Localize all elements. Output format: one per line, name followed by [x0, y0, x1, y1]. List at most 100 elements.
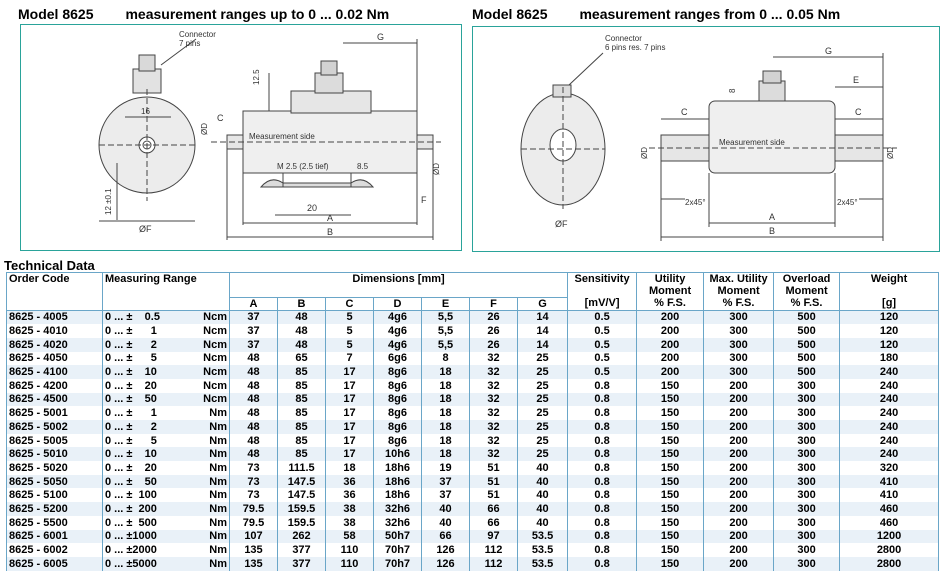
cell-max-utility: 300 [703, 351, 775, 366]
cell-order-code: 8625 - 4005 [6, 310, 103, 325]
left-label-a: A [327, 213, 333, 223]
cell-weight: 410 [839, 474, 940, 489]
th-dim-c: C [325, 296, 374, 311]
range-unit: Nm [209, 530, 227, 543]
cell-dim-b: 85 [277, 420, 326, 434]
cell-dim-e: 126 [421, 543, 470, 557]
table-header-row-1: Order Code Measuring Range Dimensions [m… [6, 272, 940, 285]
cell-overload: 300 [773, 474, 841, 489]
cell-weight: 320 [839, 461, 940, 475]
range-value: 0 ... ± 0.5 [105, 311, 160, 324]
cell-dim-a: 37 [229, 310, 278, 325]
cell-weight: 460 [839, 515, 940, 530]
cell-sensitivity: 0.8 [567, 543, 638, 557]
cell-dim-f: 112 [469, 556, 518, 571]
cell-order-code: 8625 - 4500 [6, 392, 103, 407]
range-value: 0 ... ± 5 [105, 352, 157, 365]
cell-dim-g: 53.5 [516, 529, 569, 544]
cell-order-code: 8625 - 5100 [6, 488, 103, 503]
cell-dim-e: 18 [421, 378, 470, 393]
cell-sensitivity: 0.5 [567, 324, 638, 338]
cell-sensitivity: 0.8 [567, 392, 638, 407]
cell-dim-b: 85 [277, 392, 326, 407]
cell-max-utility: 200 [703, 406, 775, 420]
right-drawing-panel: Connector 6 pins res. 7 pins G E C C 8 Ø… [472, 26, 940, 252]
cell-dim-c: 5 [325, 337, 374, 352]
cell-dim-e: 18 [421, 365, 470, 379]
th-sensitivity-unit: [mV/V] [567, 297, 638, 311]
cell-max-utility: 200 [703, 556, 775, 571]
th-utility: Utility [636, 272, 705, 285]
left-drawing-labels: Connector 7 pins G 12.5 16 C ØD Measurem… [104, 30, 441, 237]
left-label-connector: Connector [179, 30, 216, 39]
cell-dim-d: 50h7 [373, 529, 422, 544]
cell-dim-e: 37 [421, 474, 470, 489]
cell-weight: 240 [839, 433, 940, 448]
cell-sensitivity: 0.5 [567, 337, 638, 352]
cell-sensitivity: 0.8 [567, 406, 638, 420]
cell-dim-g: 53.5 [516, 556, 569, 571]
range-unit: Nm [209, 502, 227, 515]
left-label-f-side: F [421, 195, 427, 205]
cell-dim-g: 40 [516, 515, 569, 530]
range-unit: Nm [209, 516, 227, 529]
th-measuring-range: Measuring Range [102, 272, 230, 285]
cell-max-utility: 200 [703, 529, 775, 544]
cell-dim-d: 8g6 [373, 365, 422, 379]
range-unit: Nm [209, 434, 227, 447]
cell-dim-g: 25 [516, 406, 569, 420]
cell-max-utility: 200 [703, 447, 775, 462]
cell-dim-e: 19 [421, 461, 470, 475]
cell-dim-b: 159.5 [277, 502, 326, 516]
cell-dim-e: 126 [421, 556, 470, 571]
cell-dim-d: 8g6 [373, 392, 422, 407]
cell-dim-c: 38 [325, 502, 374, 516]
cell-dim-c: 17 [325, 406, 374, 420]
cell-dim-g: 25 [516, 365, 569, 379]
range-unit: Ncm [203, 379, 227, 392]
cell-dim-c: 7 [325, 351, 374, 366]
right-label-8: 8 [728, 88, 737, 93]
cell-dim-f: 32 [469, 420, 518, 434]
cell-sensitivity: 0.8 [567, 420, 638, 434]
left-label-meas-side: Measurement side [249, 132, 315, 141]
cell-dim-e: 18 [421, 406, 470, 420]
cell-range: 0 ... ± 0.5 Ncm [102, 310, 230, 325]
cell-overload: 300 [773, 447, 841, 462]
cell-utility: 150 [636, 378, 705, 393]
th-dim-a: A [229, 296, 278, 311]
th-utility-2: Moment [636, 285, 705, 297]
range-value: 0 ... ± 200 [105, 502, 157, 515]
cell-weight: 120 [839, 337, 940, 352]
right-label-c-right: C [855, 107, 862, 117]
cell-utility: 150 [636, 488, 705, 503]
technical-data-title: Technical Data [4, 258, 95, 273]
cell-utility: 150 [636, 447, 705, 462]
range-value: 0 ... ± 10 [105, 448, 157, 461]
range-unit: Ncm [203, 311, 227, 324]
cell-weight: 240 [839, 392, 940, 407]
cell-weight: 120 [839, 324, 940, 338]
cell-dim-f: 112 [469, 543, 518, 557]
cell-utility: 150 [636, 461, 705, 475]
cell-dim-f: 32 [469, 447, 518, 462]
cell-utility: 150 [636, 556, 705, 571]
cell-dim-g: 25 [516, 351, 569, 366]
cell-dim-c: 5 [325, 324, 374, 338]
th-weight-unit: [g] [839, 297, 940, 311]
range-value: 0 ... ± 500 [105, 516, 157, 529]
range-unit: Nm [209, 475, 227, 488]
cell-dim-a: 48 [229, 365, 278, 379]
cell-dim-g: 40 [516, 502, 569, 516]
right-label-b: B [769, 226, 775, 236]
